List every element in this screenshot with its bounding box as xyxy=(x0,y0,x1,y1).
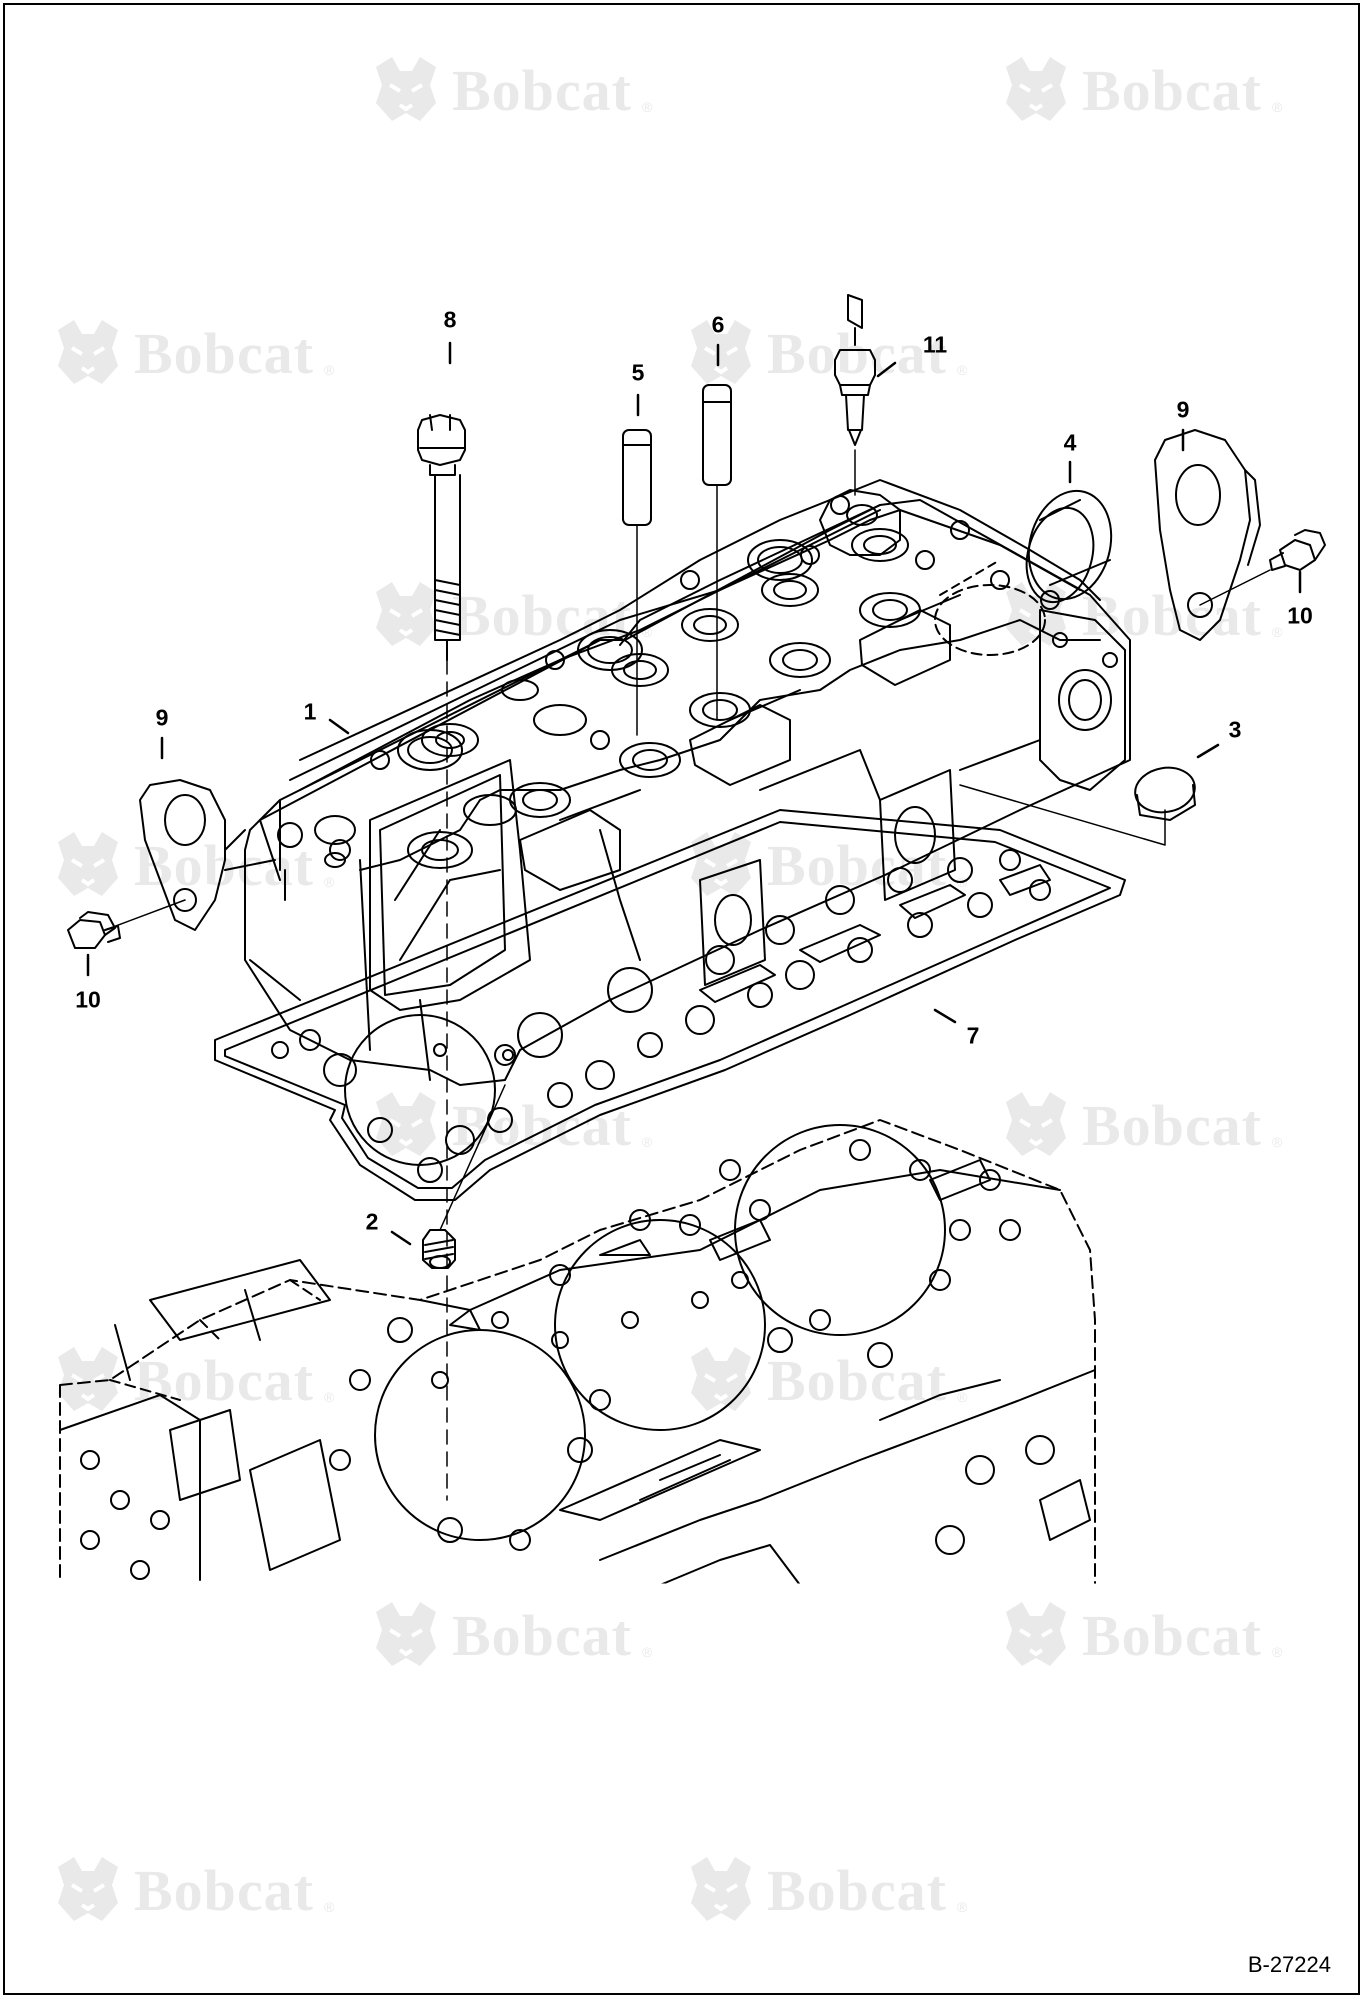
plug-large xyxy=(1025,489,1113,604)
watermark-text: Bobcat xyxy=(767,320,947,386)
bobcat-head-icon xyxy=(376,1092,436,1156)
callout-1: 1 xyxy=(303,698,317,725)
watermark-text: Bobcat xyxy=(1082,1092,1262,1158)
bolt-right xyxy=(1269,529,1326,571)
watermark: Bobcat® xyxy=(370,1600,652,1670)
callout-10-right: 10 xyxy=(1287,602,1313,629)
dowel-pin xyxy=(422,1084,506,1269)
watermark-text: Bobcat xyxy=(452,57,632,123)
watermark-text: Bobcat xyxy=(1082,1602,1262,1668)
bolt-left xyxy=(67,911,121,949)
figure-id: B-27224 xyxy=(1247,1952,1331,1977)
bobcat-head-icon xyxy=(376,582,436,646)
watermark-text: Bobcat xyxy=(134,1347,314,1413)
lifting-eye-left xyxy=(104,779,276,931)
bobcat-head-icon xyxy=(58,832,118,896)
watermark: Bobcat® xyxy=(370,55,652,125)
watermark-text: Bobcat xyxy=(134,1857,314,1923)
callout-4: 4 xyxy=(1063,429,1077,456)
bobcat-head-icon xyxy=(691,320,751,384)
watermark-text: Bobcat xyxy=(452,1602,632,1668)
bobcat-head-icon xyxy=(58,320,118,384)
watermark: Bobcat® xyxy=(1000,1090,1282,1160)
temp-sensor xyxy=(834,294,876,496)
callout-3: 3 xyxy=(1228,716,1242,743)
watermark-text: Bobcat xyxy=(134,320,314,386)
bobcat-head-icon xyxy=(1006,57,1066,121)
bobcat-head-icon xyxy=(58,1347,118,1411)
watermark: Bobcat® xyxy=(52,1345,334,1415)
watermark: Bobcat® xyxy=(685,1345,967,1415)
watermark-text: Bobcat xyxy=(452,582,632,648)
bobcat-head-icon xyxy=(376,1602,436,1666)
head-gasket xyxy=(214,809,1126,1201)
plug-small xyxy=(959,766,1196,846)
bobcat-head-icon xyxy=(1006,1092,1066,1156)
bobcat-head-icon xyxy=(58,1857,118,1921)
callout-7: 7 xyxy=(966,1022,980,1049)
callout-9-right: 9 xyxy=(1176,396,1190,423)
watermark-text: Bobcat xyxy=(1082,57,1262,123)
engine-block xyxy=(58,1119,1097,1587)
head-bolt xyxy=(417,414,466,1501)
callout-6: 6 xyxy=(711,311,725,338)
lifting-eye-right xyxy=(1154,429,1271,641)
callout-9-left: 9 xyxy=(155,704,169,731)
watermark: Bobcat® xyxy=(1000,1600,1282,1670)
watermark: Bobcat® xyxy=(370,1090,652,1160)
callout-11: 11 xyxy=(922,331,948,358)
callout-2: 2 xyxy=(365,1208,379,1235)
watermark: Bobcat® xyxy=(370,580,652,650)
bobcat-head-icon xyxy=(691,1347,751,1411)
watermark: Bobcat® xyxy=(1000,55,1282,125)
callout-10-left: 10 xyxy=(75,986,101,1013)
watermark: Bobcat® xyxy=(52,1855,334,1925)
watermark: Bobcat® xyxy=(52,318,334,388)
watermark: Bobcat® xyxy=(685,318,967,388)
callout-8: 8 xyxy=(443,306,457,333)
watermark: Bobcat® xyxy=(685,1855,967,1925)
page-frame xyxy=(3,3,1360,1995)
watermark-text: Bobcat xyxy=(767,1347,947,1413)
valve-guide-6 xyxy=(702,384,732,721)
valve-guide-5 xyxy=(622,429,652,736)
bobcat-head-icon xyxy=(1006,1602,1066,1666)
callout-5: 5 xyxy=(631,359,645,386)
bobcat-head-icon xyxy=(691,832,751,896)
watermark-text: Bobcat xyxy=(767,1857,947,1923)
cylinder-head xyxy=(244,479,1131,1086)
bobcat-head-icon xyxy=(376,57,436,121)
leader-lines xyxy=(86,341,1302,1246)
bobcat-head-icon xyxy=(691,1857,751,1921)
